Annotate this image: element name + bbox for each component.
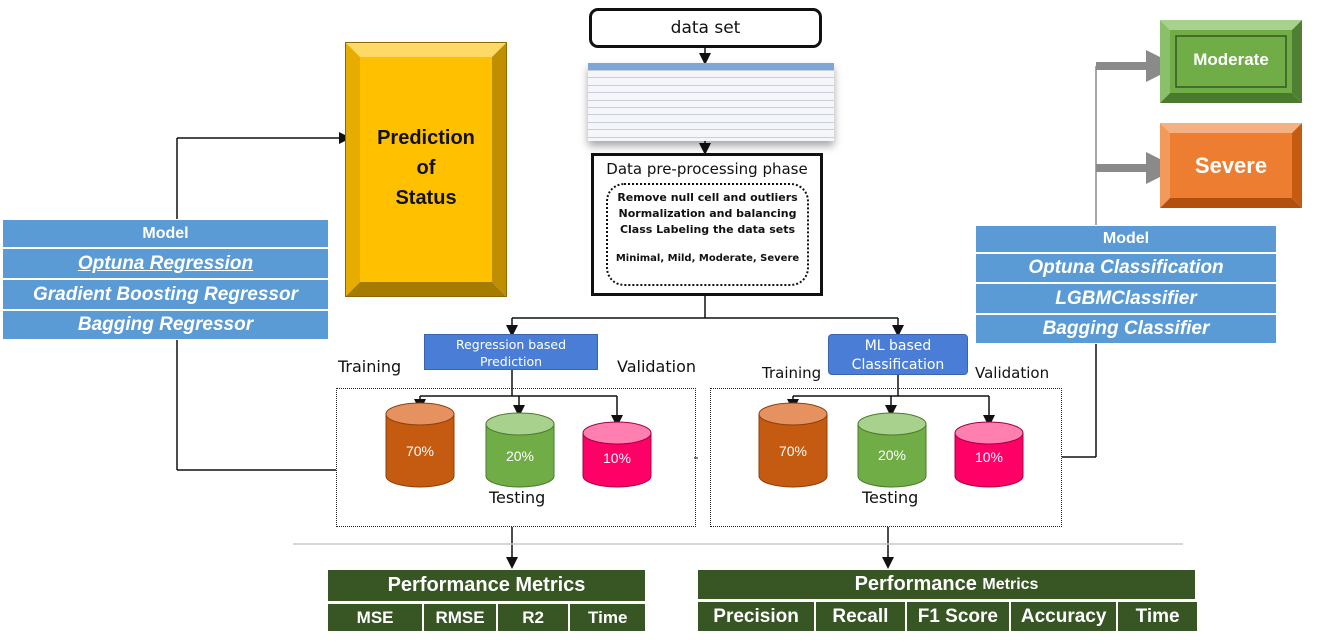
regression-split-label: 20% <box>505 448 535 464</box>
preprocessing-step: Normalization and balancing <box>618 207 797 220</box>
dataset-box: data set <box>589 8 822 48</box>
classification-metrics-title: Performance Metrics <box>698 570 1195 599</box>
dataset-title: data set <box>670 18 741 38</box>
preprocessing-classes: Minimal, Mild, Moderate, Severe <box>615 253 800 264</box>
moderate-label: Moderate <box>1193 50 1269 69</box>
right-model-header: Model <box>975 225 1277 253</box>
classification-cylinder-20 <box>857 412 927 488</box>
regression-cylinder-20 <box>485 412 555 488</box>
prediction-line: Status <box>395 187 457 209</box>
regression-tag: Regression based Prediction <box>424 334 598 370</box>
regression-training-label: Training <box>338 357 402 376</box>
classification-training-label: Training <box>762 364 822 382</box>
classification-metric: F1 Score <box>904 602 1009 631</box>
right-model-item: Optuna Classification <box>975 253 1277 283</box>
regression-split-label: 10% <box>602 450 632 466</box>
classification-split-label: 20% <box>877 447 907 463</box>
classification-metric: Recall <box>814 602 905 631</box>
left-model-header: Model <box>2 219 329 248</box>
preprocessing-steps-box <box>606 183 809 286</box>
regression-metric: RMSE <box>422 604 496 631</box>
right-model-list: Model Optuna Classification LGBMClassifi… <box>975 225 1277 344</box>
left-model-item: Gradient Boosting Regressor <box>2 279 329 310</box>
regression-split-box <box>336 388 696 527</box>
regression-testing-label: Testing <box>489 488 546 507</box>
prediction-status-label: Prediction of Status <box>360 123 492 213</box>
preprocessing-step: Class Labeling the data sets <box>619 223 796 236</box>
regression-tag-line: Prediction <box>479 354 543 369</box>
regression-metric: R2 <box>495 604 569 631</box>
regression-metrics-row: MSE RMSE R2 Time <box>328 604 646 631</box>
prediction-line: Prediction <box>377 127 475 149</box>
classification-metric: Time <box>1116 602 1197 631</box>
right-model-item: Bagging Classifier <box>975 314 1277 344</box>
classification-metric: Accuracy <box>1009 602 1117 631</box>
classification-tag-line: Classification <box>851 357 945 373</box>
classification-split-box <box>710 388 1062 527</box>
severe-box <box>1160 123 1302 208</box>
left-model-item: Bagging Regressor <box>2 310 329 340</box>
prediction-status-box <box>345 42 507 297</box>
left-model-item: Optuna Regression <box>2 248 329 279</box>
regression-metric: Time <box>568 604 646 631</box>
classification-metric: Precision <box>698 602 815 631</box>
classification-testing-label: Testing <box>862 488 919 507</box>
classification-split-label: 10% <box>974 449 1004 465</box>
dataset-table-image <box>588 63 834 141</box>
regression-metric: MSE <box>328 604 423 631</box>
classification-metrics-title-sub: Metrics <box>982 575 1039 593</box>
regression-metrics-title: Performance Metrics <box>328 570 645 601</box>
classification-cylinder-70 <box>758 402 828 488</box>
regression-cylinder-70 <box>385 402 455 488</box>
regression-cylinder-10 <box>582 421 652 488</box>
preprocessing-title: Data pre-processing phase <box>606 160 808 178</box>
severe-label: Severe <box>1194 153 1268 178</box>
preprocessing-box <box>591 153 823 296</box>
prediction-line: of <box>416 157 436 179</box>
classification-tag-line: ML based <box>864 338 932 354</box>
regression-split-label: 70% <box>405 443 435 459</box>
classification-split-label: 70% <box>778 443 808 459</box>
classification-validation-label: Validation <box>975 364 1050 382</box>
classification-metrics-row: Precision Recall F1 Score Accuracy Time <box>698 602 1197 631</box>
regression-tag-line: Regression based <box>455 337 567 352</box>
right-model-item: LGBMClassifier <box>975 283 1277 314</box>
classification-tag: ML based Classification <box>828 334 968 375</box>
moderate-box <box>1160 20 1302 103</box>
left-model-list: Model Optuna Regression Gradient Boostin… <box>2 219 329 340</box>
classification-cylinder-10 <box>954 421 1024 488</box>
regression-validation-label: Validation <box>617 357 697 376</box>
classification-metrics-title-main: Performance <box>854 573 977 595</box>
preprocessing-step: Remove null cell and outliers <box>617 191 798 204</box>
